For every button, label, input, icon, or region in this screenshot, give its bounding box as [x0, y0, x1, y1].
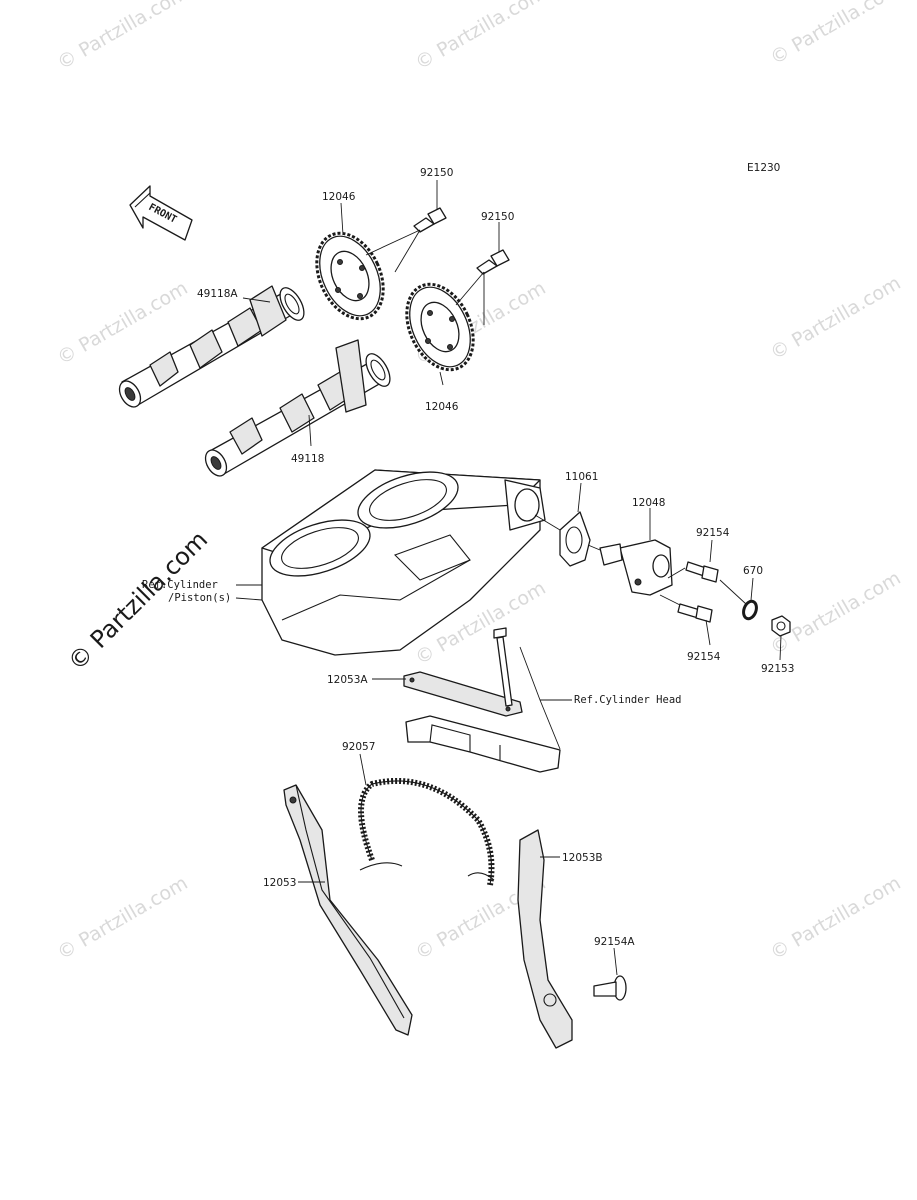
- leader-lines: [235, 180, 782, 976]
- label-12053: 12053: [263, 877, 296, 889]
- part-labels: 92150 92150 12046 12046 49118A 49118 110…: [142, 167, 794, 948]
- label-92150-b: 92150: [481, 211, 514, 223]
- bolt-92154A: [593, 975, 627, 1001]
- head-bolt: [493, 627, 513, 707]
- label-12048: 12048: [632, 497, 665, 509]
- watermark: © Partzilla.com: [412, 0, 550, 74]
- nut-92153: [771, 615, 791, 637]
- chain-guide-12053: [283, 784, 413, 1036]
- label-12046-top: 12046: [322, 191, 356, 203]
- sprocket-12046-lower: [405, 282, 475, 372]
- bolt-92154-bottom: [677, 603, 713, 623]
- o-ring-670: [742, 599, 758, 621]
- chain-guide-12053B: [517, 829, 573, 1049]
- watermark: © Partzilla.com: [767, 872, 905, 964]
- label-12053A: 12053A: [327, 674, 368, 686]
- label-92153: 92153: [761, 663, 794, 675]
- label-12053B: 12053B: [562, 852, 603, 864]
- ref-cylinder-label-line2: /Piston(s): [168, 592, 231, 604]
- cam-chain-92057: [358, 778, 495, 886]
- label-92154-bottom: 92154: [687, 651, 721, 663]
- tensioner-12048: [599, 539, 673, 596]
- ref-cylinder-label-line1: Ref.Cylinder: [142, 579, 218, 591]
- front-arrow-icon: FRONT: [129, 185, 193, 241]
- watermark: © Partzilla.com: [54, 872, 192, 964]
- cam-cap: [405, 715, 561, 773]
- watermark: © Partzilla.com: [54, 0, 192, 74]
- watermark: © Partzilla.com: [767, 272, 905, 364]
- label-92154-top: 92154: [696, 527, 730, 539]
- watermark: © Partzilla.com: [767, 567, 905, 659]
- camshaft-49118A: [118, 285, 305, 408]
- label-49118: 49118: [291, 453, 324, 465]
- label-11061: 11061: [565, 471, 598, 483]
- label-92150-a: 92150: [420, 167, 453, 179]
- gasket-11061: [559, 511, 591, 567]
- diagram-code: E1230: [747, 162, 780, 174]
- bolt-92150-b: [476, 249, 510, 275]
- label-49118A: 49118A: [197, 288, 238, 300]
- label-92057: 92057: [342, 741, 375, 753]
- label-92154A: 92154A: [594, 936, 635, 948]
- label-670: 670: [743, 565, 763, 577]
- ref-cylinder-head-label: Ref.Cylinder Head: [574, 694, 681, 706]
- bolt-92150-a: [413, 207, 447, 233]
- camshaft-49118: [204, 339, 391, 477]
- bolt-92154-top: [685, 561, 719, 583]
- sprocket-12046-upper: [315, 231, 385, 321]
- watermark: © Partzilla.com: [767, 0, 905, 69]
- label-12046-bottom: 12046: [425, 401, 459, 413]
- chain-guide-12053A: [403, 671, 523, 717]
- cylinder-block: [261, 469, 546, 656]
